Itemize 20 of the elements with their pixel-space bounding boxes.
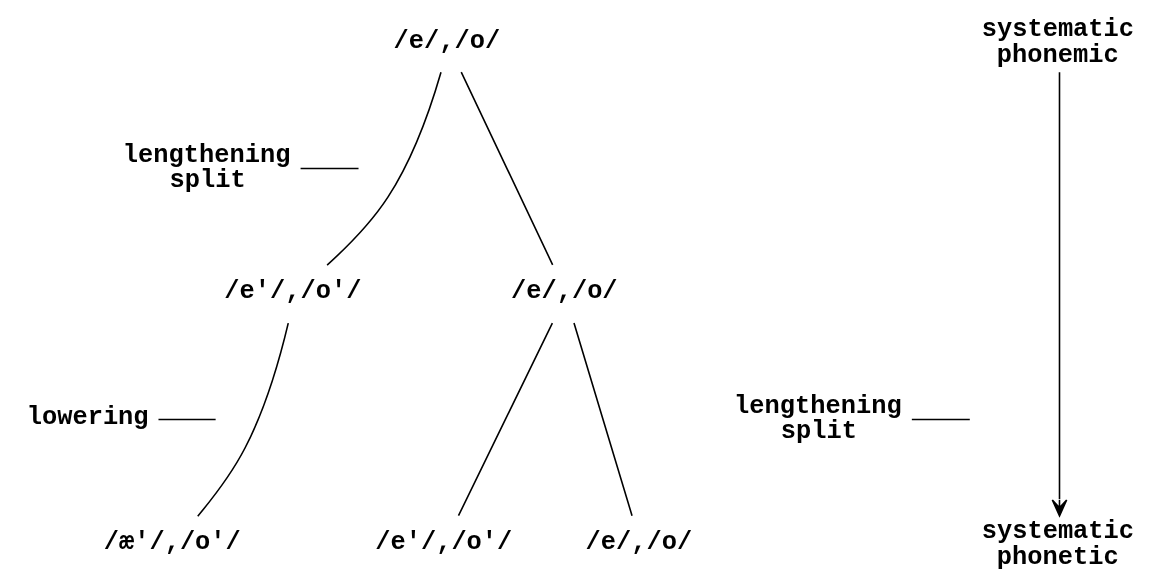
node-text: systematic phonemic — [981, 15, 1135, 70]
connector — [299, 167, 360, 170]
node-text: /e/,/o/ — [393, 26, 501, 56]
connector — [157, 418, 217, 421]
connector — [573, 322, 633, 517]
connector — [460, 71, 554, 266]
connector — [457, 322, 554, 517]
node-text: /e/,/o/ — [585, 528, 693, 558]
arrow — [1051, 71, 1068, 517]
connector — [911, 418, 971, 421]
connector — [196, 322, 290, 517]
node-text: systematic phonetic — [981, 517, 1135, 572]
node-text: /e'/,/o'/ — [375, 528, 513, 558]
node-text: lengthening split — [734, 391, 902, 447]
connector — [326, 71, 442, 266]
node-text: /æ'/,/o'/ — [103, 528, 241, 558]
node-text: lowering — [26, 402, 149, 432]
node-text: /e'/,/o'/ — [224, 277, 362, 307]
node-text: /e/,/o/ — [510, 277, 618, 307]
node-text: lengthening split — [122, 140, 291, 196]
